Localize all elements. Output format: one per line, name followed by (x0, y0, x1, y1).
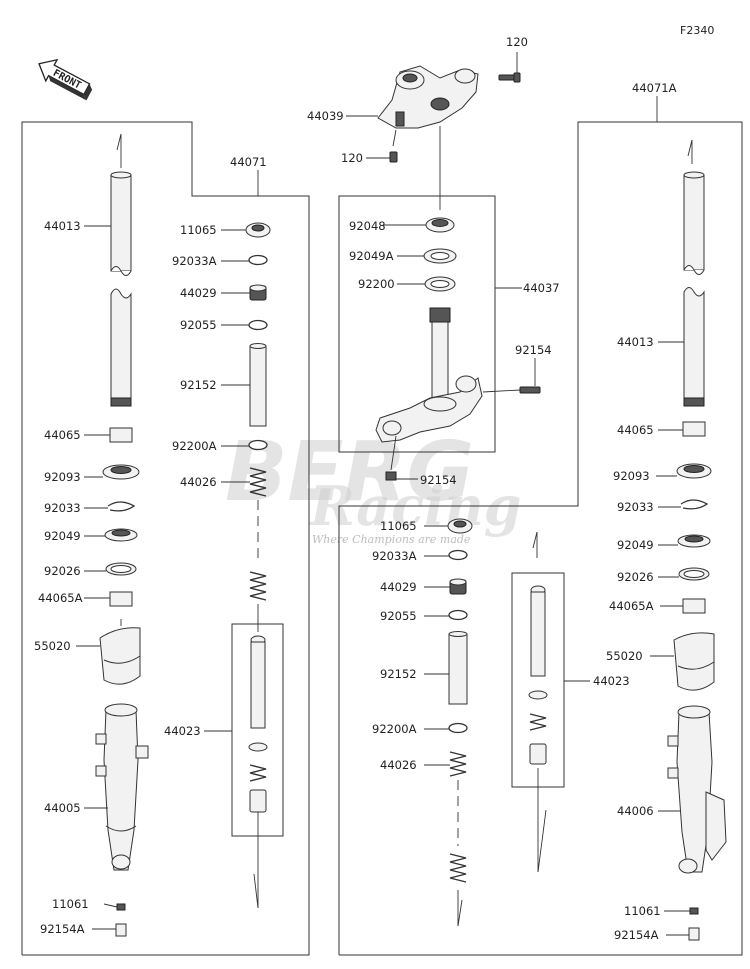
label-44065-left: 44065 (44, 428, 81, 442)
upper-bracket (377, 65, 479, 129)
label-92154A-left: 92154A (40, 922, 85, 936)
label-44037: 44037 (523, 281, 560, 295)
label-92200A-left: 92200A (172, 439, 217, 453)
label-92026-right: 92026 (617, 570, 654, 584)
label-92049-right: 92049 (617, 538, 654, 552)
watermark-brand: BERG (225, 425, 474, 520)
label-92033A-mid: 92033A (372, 549, 417, 563)
label-92033-right: 92033 (617, 500, 654, 514)
label-44026-left: 44026 (180, 475, 217, 489)
label-11061-left: 11061 (52, 897, 89, 911)
label-44071: 44071 (230, 155, 267, 169)
label-92049-left: 92049 (44, 529, 81, 543)
stem-parts (375, 217, 541, 481)
label-92055-left: 92055 (180, 318, 217, 332)
label-44039: 44039 (307, 109, 344, 123)
watermark-tagline: Where Champions are made (312, 533, 471, 546)
label-92152-left: 92152 (180, 378, 217, 392)
label-92200-stem: 92200 (358, 277, 395, 291)
label-44029-left: 44029 (180, 286, 217, 300)
label-44006: 44006 (617, 804, 654, 818)
stem-frame (338, 195, 496, 453)
label-92093-right: 92093 (613, 469, 650, 483)
label-92154A-right: 92154A (614, 928, 659, 942)
label-55020-right: 55020 (606, 649, 643, 663)
label-92154-stem-bolt: 92154 (515, 343, 552, 357)
label-92026-left: 92026 (44, 564, 81, 578)
label-44065-right: 44065 (617, 423, 654, 437)
label-92154-stem-lower: 92154 (420, 473, 457, 487)
label-92033-left: 92033 (44, 501, 81, 515)
label-44065A-right: 44065A (609, 599, 654, 613)
label-44023-mid: 44023 (593, 674, 630, 688)
label-44005: 44005 (44, 801, 81, 815)
left-fork-tube-column (95, 133, 149, 937)
label-92055-mid: 92055 (380, 609, 417, 623)
right-fork-tube-column (667, 139, 727, 941)
label-120-left: 120 (341, 151, 363, 165)
label-92200A-mid: 92200A (372, 722, 417, 736)
left-cartridge-frame (231, 623, 284, 837)
label-92033A-left: 92033A (172, 254, 217, 268)
label-11065-left: 11065 (180, 223, 217, 237)
label-44029-mid: 44029 (380, 580, 417, 594)
label-44026-mid: 44026 (380, 758, 417, 772)
label-92152-mid: 92152 (380, 667, 417, 681)
label-11061-right: 11061 (624, 904, 661, 918)
label-44013-right: 44013 (617, 335, 654, 349)
left-fork-frame (21, 121, 310, 956)
right-fork-frame (338, 121, 743, 956)
label-92093-left: 92093 (44, 470, 81, 484)
label-44065A-left: 44065A (38, 591, 83, 605)
label-55020-left: 55020 (34, 639, 71, 653)
label-120-top: 120 (506, 35, 528, 49)
label-92048: 92048 (349, 219, 386, 233)
label-44013-left: 44013 (44, 219, 81, 233)
right-fork-internals (447, 518, 548, 927)
watermark: BERG Racing Where Champions are made (225, 425, 522, 546)
left-fork-internals (245, 222, 271, 909)
label-92049A-stem: 92049A (349, 249, 394, 263)
figure-code: F2340 (680, 24, 714, 37)
bolt-120-left (366, 129, 398, 163)
front-arrow-icon: FRONT (38, 58, 93, 101)
label-44023-left: 44023 (164, 724, 201, 738)
bolt-120-top (498, 52, 521, 83)
label-11065-mid: 11065 (380, 519, 417, 533)
label-44071A: 44071A (632, 81, 677, 95)
